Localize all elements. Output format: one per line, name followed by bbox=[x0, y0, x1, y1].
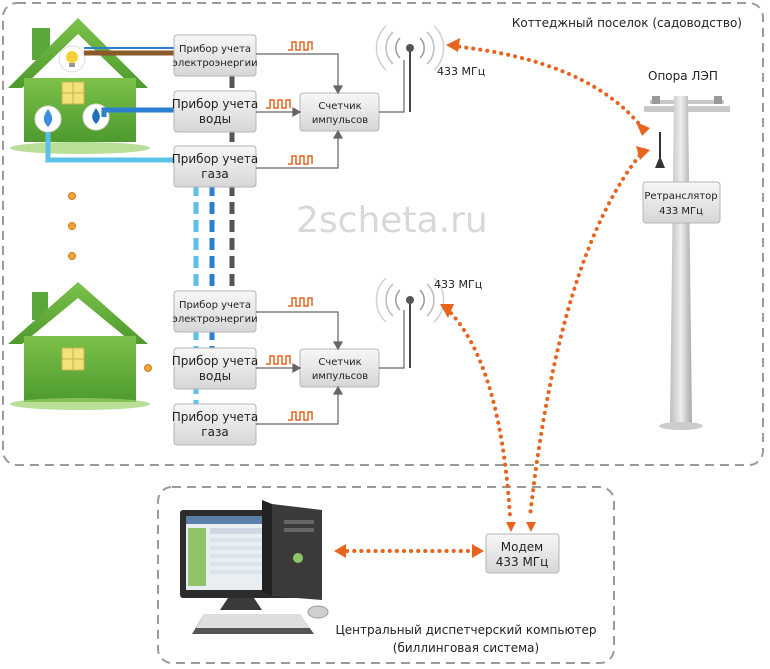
region-title: Коттеджный поселок (садоводство) bbox=[512, 16, 742, 30]
svg-text:электроэнергии: электроэнергии bbox=[172, 314, 257, 325]
svg-text:Счетчик: Счетчик bbox=[318, 357, 361, 368]
svg-text:воды: воды bbox=[199, 369, 231, 383]
house-1 bbox=[8, 18, 150, 154]
link-antenna1-repeater bbox=[450, 44, 646, 132]
meter-electricity-1: Прибор учета электроэнергии bbox=[172, 34, 258, 77]
pulse-counter-2: Счетчик импульсов bbox=[299, 348, 380, 388]
repeater-antenna-icon bbox=[655, 132, 665, 168]
antenna-1-icon bbox=[375, 25, 445, 112]
frequency-label-2: 433 МГц bbox=[434, 278, 482, 291]
link-antenna2-modem bbox=[444, 306, 512, 518]
connectors-1 bbox=[256, 53, 405, 169]
svg-text:433 МГц: 433 МГц bbox=[496, 555, 549, 569]
svg-text:Ретранслятор: Ретранслятор bbox=[644, 191, 717, 202]
pulse-counter-1: Счетчик импульсов bbox=[299, 92, 380, 132]
meter-electricity-2: Прибор учета электроэнергии bbox=[172, 290, 258, 333]
frequency-label-1: 433 МГц bbox=[437, 65, 485, 78]
meter-gas-1: Прибор учета газа bbox=[172, 145, 259, 188]
village-region-frame bbox=[2, 2, 764, 466]
modem-box: Модем 433 МГц bbox=[485, 533, 560, 574]
svg-text:433 МГц: 433 МГц bbox=[659, 206, 703, 217]
svg-text:Счетчик: Счетчик bbox=[318, 101, 361, 112]
computer-caption-line-1: Центральный диспетчерский компьютер bbox=[335, 623, 596, 637]
meter-gas-2: Прибор учета газа bbox=[172, 403, 259, 446]
svg-text:Прибор учета: Прибор учета bbox=[172, 97, 259, 111]
pulse-waveforms-2 bbox=[266, 297, 313, 421]
link-repeater-modem bbox=[528, 148, 646, 518]
svg-text:электроэнергии: электроэнергии bbox=[172, 58, 257, 69]
svg-text:Прибор учета: Прибор учета bbox=[179, 300, 251, 311]
svg-text:газа: газа bbox=[201, 167, 228, 181]
pole-label: Опора ЛЭП bbox=[648, 69, 718, 83]
svg-text:импульсов: импульсов bbox=[312, 115, 368, 126]
radio-links bbox=[338, 44, 646, 553]
svg-text:Модем: Модем bbox=[501, 540, 543, 554]
computer-icon bbox=[180, 500, 329, 634]
dispatch-region-frame bbox=[157, 486, 615, 664]
ellipsis-dots bbox=[68, 192, 152, 372]
svg-text:воды: воды bbox=[199, 112, 231, 126]
svg-text:Прибор учета: Прибор учета bbox=[179, 44, 251, 55]
computer-caption-line-2: (биллинговая система) bbox=[393, 641, 539, 655]
power-pole bbox=[644, 96, 730, 430]
svg-text:импульсов: импульсов bbox=[312, 371, 368, 382]
radio-arrowheads bbox=[334, 38, 650, 558]
pulse-waveforms-1 bbox=[266, 41, 313, 165]
svg-text:Прибор учета: Прибор учета bbox=[172, 410, 259, 424]
svg-text:Прибор учета: Прибор учета bbox=[172, 152, 259, 166]
watermark-text: 2scheta.ru bbox=[296, 200, 488, 241]
meter-water-2: Прибор учета воды bbox=[172, 347, 259, 390]
connectors-2 bbox=[256, 310, 405, 425]
antenna-2-icon bbox=[375, 277, 445, 368]
house-1-wires bbox=[45, 47, 176, 163]
svg-text:газа: газа bbox=[201, 425, 228, 439]
repeater-box: Ретранслятор 433 МГц bbox=[642, 181, 721, 224]
meter-water-1: Прибор учета воды bbox=[172, 90, 259, 133]
house-2 bbox=[8, 282, 150, 410]
svg-text:Прибор учета: Прибор учета bbox=[172, 354, 259, 368]
